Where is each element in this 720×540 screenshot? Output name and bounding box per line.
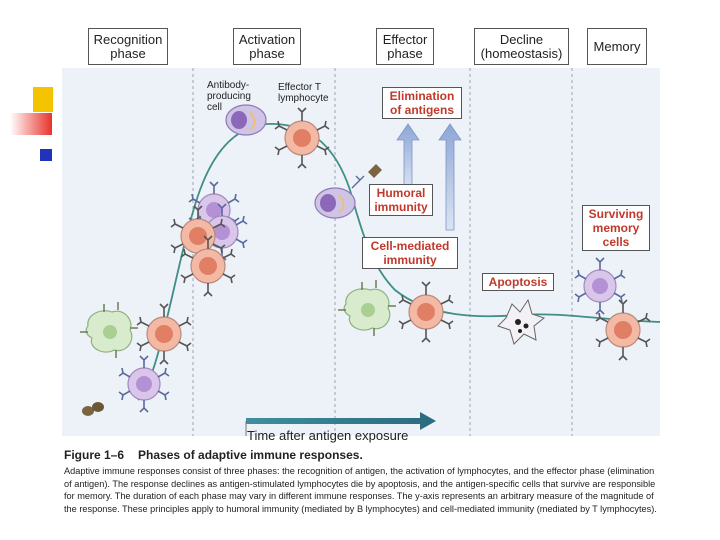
- label-line: cell: [207, 102, 223, 113]
- antibody-cell-label: Antibody- producing cell: [207, 80, 251, 113]
- figure-title: Phases of adaptive immune responses.: [138, 448, 363, 462]
- label-line: Elimination: [389, 89, 455, 103]
- apoptosis-label: Apoptosis: [482, 273, 554, 291]
- phase-line: phase: [110, 45, 146, 61]
- slide-deco-yellow: [33, 87, 53, 112]
- caption-body: Adaptive immune responses consist of thr…: [64, 466, 657, 514]
- phase-memory: Memory: [587, 28, 647, 65]
- phase-line: Effector: [382, 31, 428, 47]
- phase-line: Memory: [593, 38, 641, 54]
- label-line: Antibody-: [207, 80, 250, 91]
- label-line: Cell-mediated: [370, 239, 450, 253]
- phase-line: Decline: [499, 31, 544, 47]
- effector-t-label: Effector T lymphocyte: [278, 82, 329, 104]
- label-line: immunity: [383, 253, 437, 267]
- phase-decline: Decline(homeostasis): [474, 28, 569, 65]
- slide-deco-red: [10, 113, 52, 135]
- phase-line: phase: [249, 45, 285, 61]
- label-line: Humoral: [376, 186, 426, 200]
- figure-caption: Figure 1–6 Phases of adaptive immune resp…: [64, 448, 664, 515]
- caption-title: Figure 1–6 Phases of adaptive immune resp…: [64, 448, 664, 462]
- elimination-arrows: [396, 123, 462, 231]
- label-line: memory: [592, 221, 640, 235]
- label-line: of antigens: [389, 103, 454, 117]
- slide-deco-blue: [40, 149, 52, 161]
- x-axis-label: Time after antigen exposure: [247, 428, 409, 443]
- label-line: immunity: [374, 200, 428, 214]
- time-axis-arrow: [246, 412, 436, 430]
- phase-line: phase: [387, 45, 423, 61]
- label-line: Effector T: [278, 82, 321, 93]
- figure-number: Figure 1–6: [64, 448, 125, 462]
- phase-dividers: [192, 68, 573, 436]
- label-line: Surviving: [588, 207, 644, 221]
- elimination-label: Elimination of antigens: [382, 87, 462, 119]
- surviving-memory-label: Surviving memory cells: [582, 205, 650, 251]
- phase-line: Recognition: [93, 31, 163, 47]
- label-line: lymphocyte: [278, 93, 329, 104]
- label-line: cells: [602, 235, 630, 249]
- cell-mediated-label: Cell-mediated immunity: [362, 237, 458, 269]
- phase-line: (homeostasis): [480, 45, 563, 61]
- label-line: producing: [207, 91, 251, 102]
- phase-line: Activation: [238, 31, 296, 47]
- humoral-label: Humoral immunity: [369, 184, 433, 216]
